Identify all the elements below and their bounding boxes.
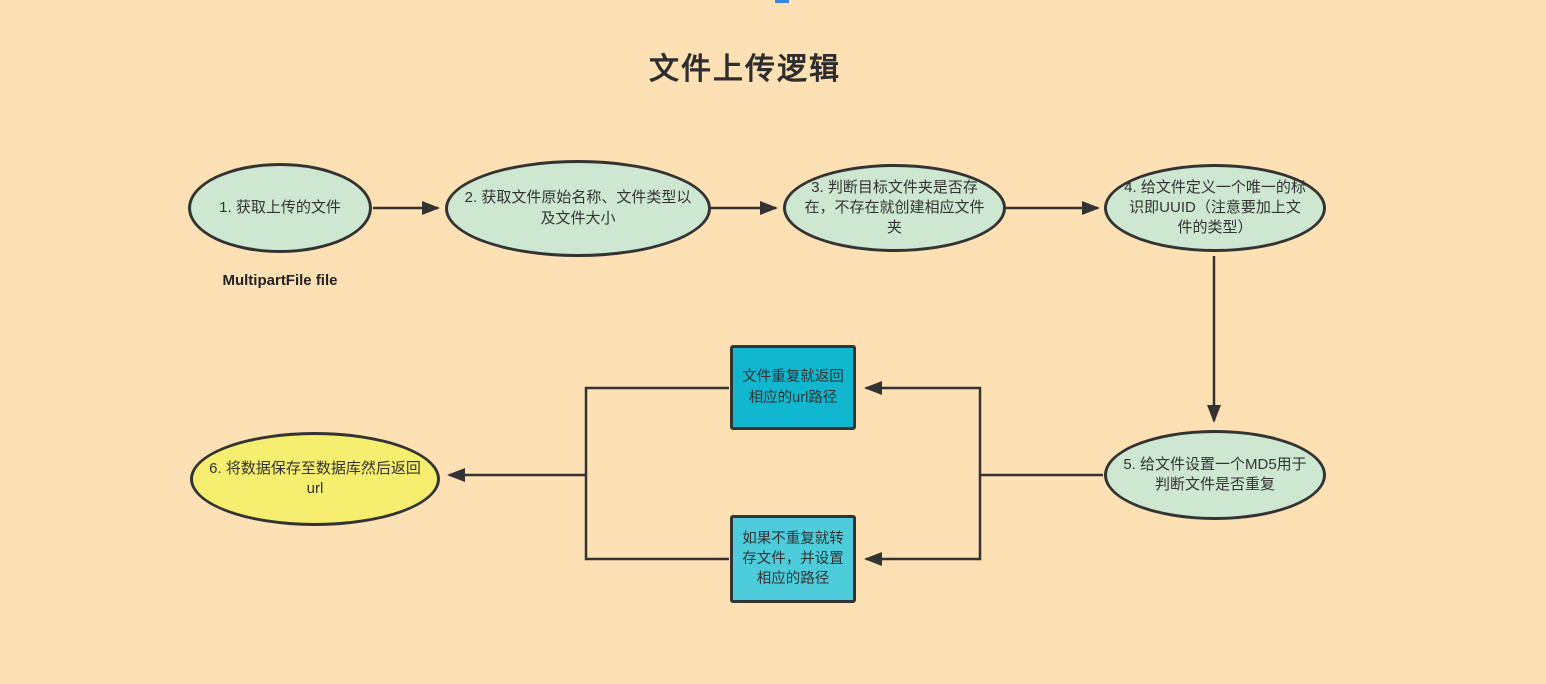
branch-unique-label: 如果不重复就转存文件，并设置相应的路径 [742, 530, 844, 588]
node-step4-label: 4. 给文件定义一个唯一的标识即UUID（注意要加上文件的类型） [1124, 178, 1306, 237]
arrow-step5-branch-top [864, 381, 1103, 477]
node-step5-label: 5. 给文件设置一个MD5用于判断文件是否重复 [1123, 455, 1307, 493]
node-step1-label: 1. 获取上传的文件 [219, 198, 341, 216]
node-step4-assign-uuid[interactable]: 4. 给文件定义一个唯一的标识即UUID（注意要加上文件的类型） [1104, 164, 1326, 252]
node-step6-save-to-db-return-url[interactable]: 6. 将数据保存至数据库然后返回url [190, 432, 440, 526]
node-step2-label: 2. 获取文件原始名称、文件类型以及文件大小 [464, 189, 692, 227]
node-step3-label: 3. 判断目标文件夹是否存在，不存在就创建相应文件夹 [804, 178, 985, 237]
multipartfile-annotation: MultipartFile file [222, 272, 338, 289]
node-step1-get-uploaded-file[interactable]: 1. 获取上传的文件 [188, 163, 372, 253]
line-branches-merge [584, 386, 729, 561]
node-branch-duplicate-return-url[interactable]: 文件重复就返回相应的url路径 [730, 345, 856, 430]
node-step3-check-target-folder[interactable]: 3. 判断目标文件夹是否存在，不存在就创建相应文件夹 [783, 164, 1006, 252]
diagram-title: 文件上传逻辑 [649, 53, 841, 86]
node-step2-get-file-metadata[interactable]: 2. 获取文件原始名称、文件类型以及文件大小 [445, 160, 711, 257]
arrow-step5-branch-bottom [864, 475, 982, 566]
node-step5-set-md5[interactable]: 5. 给文件设置一个MD5用于判断文件是否重复 [1104, 430, 1326, 520]
top-blue-marker [775, 0, 789, 3]
node-step6-label: 6. 将数据保存至数据库然后返回url [209, 459, 421, 497]
branch-duplicate-label: 文件重复就返回相应的url路径 [742, 369, 844, 406]
node-branch-unique-save-file[interactable]: 如果不重复就转存文件，并设置相应的路径 [730, 515, 856, 603]
